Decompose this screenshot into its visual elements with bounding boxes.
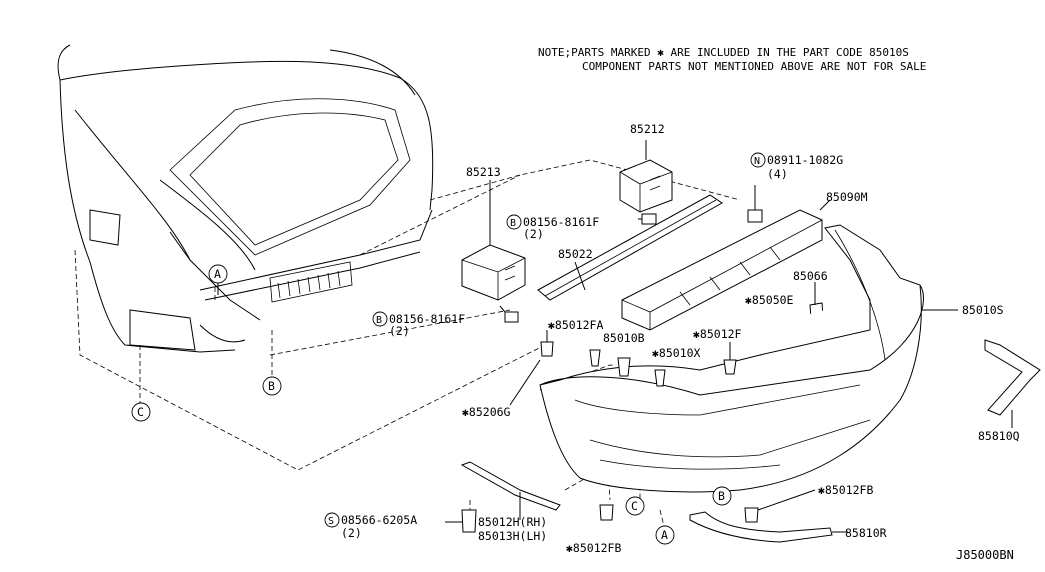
label-08156-upper-qty: (2) [523,227,544,241]
callout-A-label-2: A [661,528,668,542]
callout-B-bottom: B [712,486,732,506]
label-85066: 85066 [793,269,828,283]
prefix-N-label: N [754,156,760,167]
prefix-N-08911: N [750,152,766,168]
label-85012FB-bottom: ✱85012FB [566,541,621,555]
label-85810Q: 85810Q [978,429,1020,443]
prefix-S-label: S [328,516,334,527]
label-08566: 08566-6205A [341,513,417,527]
prefix-B-label-2: B [376,315,382,326]
label-85012H: 85012H(RH) [478,515,547,529]
note-line-2: COMPONENT PARTS NOT MENTIONED ABOVE ARE … [582,60,926,73]
part-85012H-strip [460,461,561,520]
callout-B-left: B [262,376,282,396]
prefix-B-label: B [510,218,516,229]
note-line-1: NOTE;PARTS MARKED ✱ ARE INCLUDED IN THE … [538,46,909,59]
prefix-B-08156-lower: B [372,311,388,327]
fastener-85010B-2 [617,357,631,377]
part-85090M-absorber [621,199,831,331]
label-85012FB-right: ✱85012FB [818,483,873,497]
fastener-85012FA [540,330,554,357]
label-85212: 85212 [630,122,665,136]
callout-C-left: C [131,402,151,422]
bolt-08156-upper [638,213,657,225]
nut-08911 [747,185,763,223]
label-08156-upper: 08156-8161F [523,215,599,229]
diagram-code: J85000BN [956,548,1014,562]
car-body-rear [57,44,434,353]
fastener-85012F [723,342,737,375]
fastener-85012FB-bottom [599,504,614,521]
prefix-B-08156-upper: B [506,214,522,230]
label-08156-lower: 08156-8161F [389,312,465,326]
label-85010S: 85010S [962,303,1004,317]
callout-C-bottom: C [625,496,645,516]
prefix-S-08566: S [324,512,340,528]
label-85206G: ✱85206G [462,405,511,419]
label-85090M: 85090M [826,190,868,204]
part-85810Q [984,339,1041,428]
part-85022-reinforcement [537,194,723,301]
label-08156-lower-qty: (2) [389,324,410,338]
fastener-85012FB-right [744,489,816,523]
part-85212-bracket [619,140,673,213]
callout-B-label-2: B [718,489,725,503]
label-85010B: 85010B [603,331,645,345]
fastener-85010X [654,369,666,387]
label-85050E: ✱85050E [745,293,794,307]
label-08911-qty: (4) [767,167,788,181]
label-85213: 85213 [466,165,501,179]
fastener-85010B [589,349,601,367]
callout-B-label: B [268,379,275,393]
label-85810R: 85810R [845,526,887,540]
label-08566-qty: (2) [341,526,362,540]
label-85022: 85022 [558,247,593,261]
part-85213-bracket [461,180,526,301]
callout-A-label: A [214,267,221,281]
callout-A-top: A [208,264,228,295]
label-85012F: ✱85012F [693,327,742,341]
fastener-85206G [509,359,541,406]
label-08911: 08911-1082G [767,153,843,167]
label-85012FA: ✱85012FA [548,318,603,332]
callout-C-label: C [137,405,144,419]
bolt-08156-lower [499,305,519,323]
screw-08566 [445,509,477,533]
label-85013H: 85013H(LH) [478,529,547,543]
part-85010S-bumper-fascia [539,224,958,493]
part-85810R [689,511,848,543]
callout-A-bottom: A [655,525,675,545]
callout-C-label-2: C [631,499,638,513]
label-85010X: ✱85010X [652,346,701,360]
